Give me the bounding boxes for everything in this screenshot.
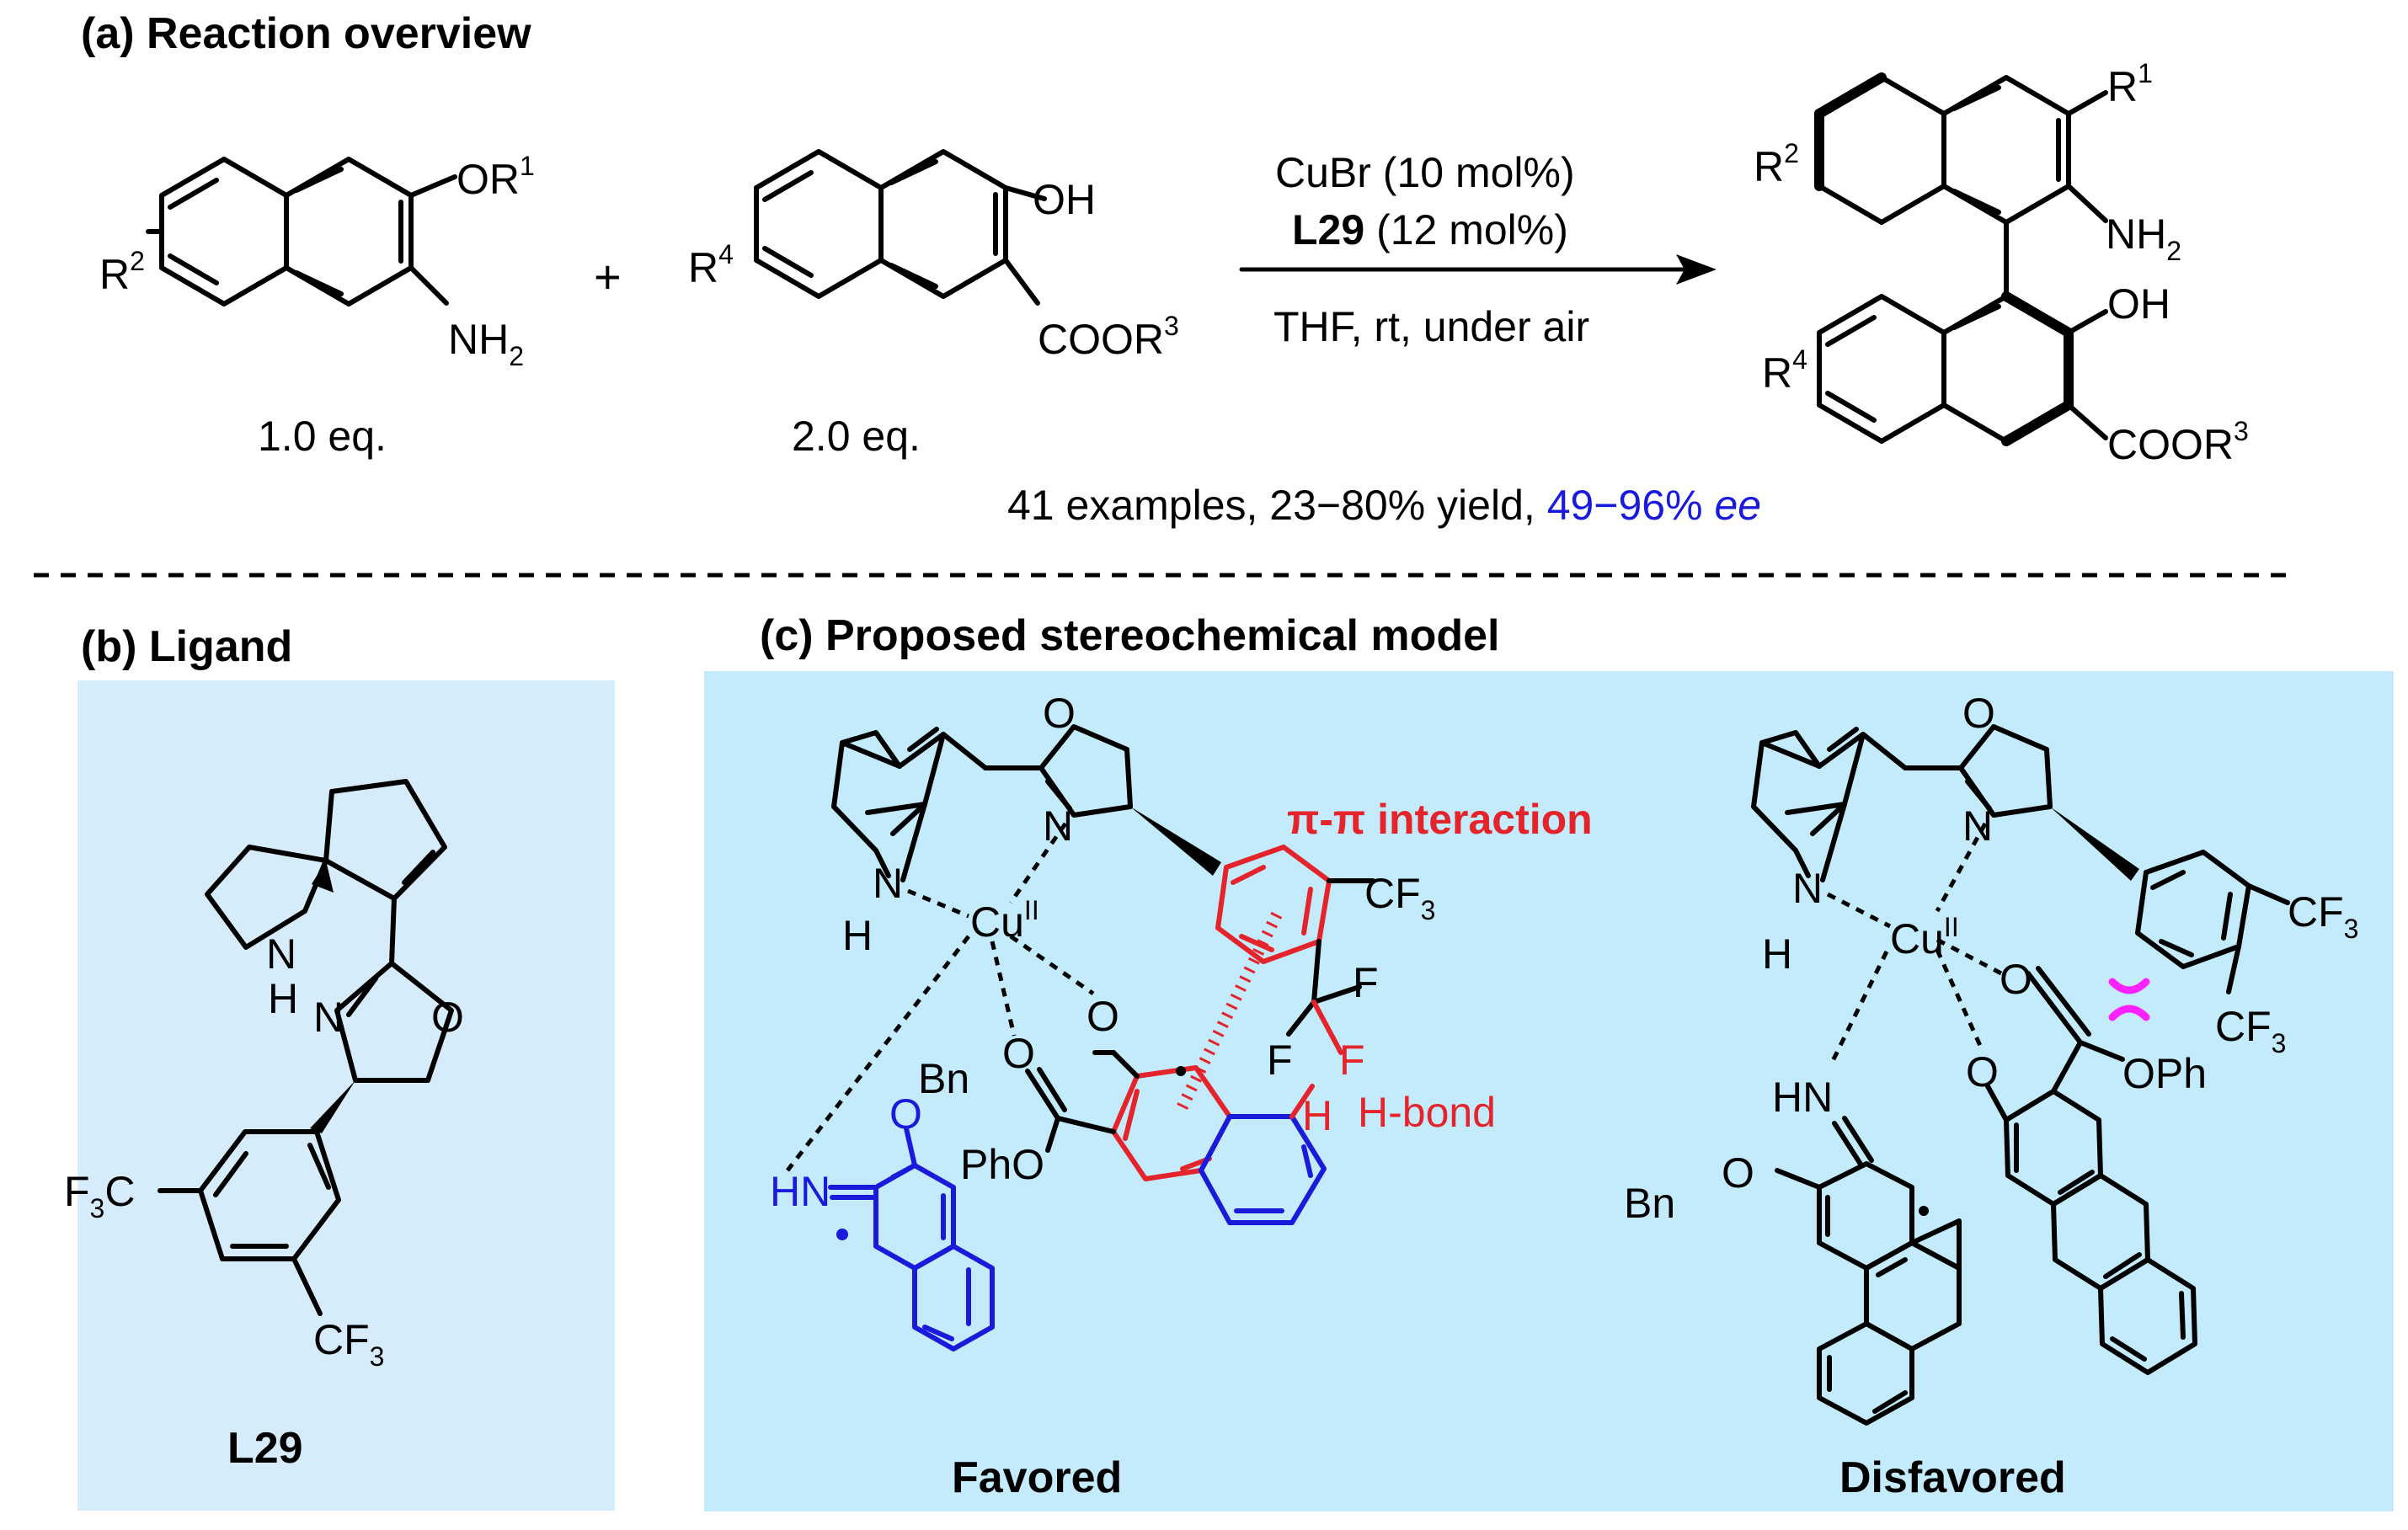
favored-f1: F <box>1353 959 1379 1006</box>
ligand-l29-structure <box>158 779 454 1316</box>
reactant-2-equiv: 2.0 eq. <box>792 413 921 460</box>
favored-nh: N <box>873 860 903 907</box>
reaction-arrow-head <box>1676 254 1717 285</box>
disfavored-o-carbonyl: O <box>2000 956 2032 1003</box>
product-nh2: NH2 <box>2106 211 2181 266</box>
disfavored-n-oxazoline: N <box>1962 802 1993 850</box>
scope-summary: 41 examples, 23−80% yield, 49−96% ee <box>1007 482 1761 529</box>
ligand-nh: N <box>266 930 296 978</box>
disfavored-bn: Bn <box>1624 1180 1675 1227</box>
ligand-cf3: CF3 <box>313 1316 384 1372</box>
favored-o-oxazoline: O <box>1043 690 1076 737</box>
favored-pho: PhO <box>960 1141 1044 1188</box>
ligand-n: N <box>313 994 344 1041</box>
product-coor3: COOR3 <box>2107 416 2249 468</box>
heading-ligand: (b) Ligand <box>81 622 293 671</box>
disfavored-complex-structure <box>1751 724 2290 1426</box>
heading-reaction-overview: (a) Reaction overview <box>81 9 531 58</box>
reactant-1-r2: R2 <box>99 246 145 298</box>
disfavored-cu: CuII <box>1890 912 1959 962</box>
product-r4: R4 <box>1762 344 1807 397</box>
disfavored-hn: HN <box>1772 1074 1833 1121</box>
favored-o-carbonyl: O <box>1002 1030 1035 1077</box>
reactant-1-structure <box>146 157 457 307</box>
disfavored-h: H <box>1762 930 1792 978</box>
favored-hn: HN <box>770 1168 830 1215</box>
reactant-2-coor3: COOR3 <box>1038 311 1179 363</box>
product-r1: R1 <box>2107 58 2153 110</box>
reactant-1-or1: OR1 <box>457 151 535 203</box>
favored-f3: F <box>1339 1037 1365 1084</box>
favored-h-aryl: H <box>1302 1092 1332 1139</box>
product-r2: R2 <box>1754 138 1799 190</box>
favored-bn: Bn <box>918 1055 969 1102</box>
disfavored-oph: OPh <box>2122 1050 2207 1097</box>
favored-o-benzyl: O <box>889 1090 922 1138</box>
favored-caption: Favored <box>952 1453 1122 1502</box>
favored-n-oxazoline: N <box>1043 802 1073 850</box>
ligand-o: O <box>431 994 464 1041</box>
favored-hbond-label: H-bond <box>1358 1089 1496 1136</box>
disfavored-o-phenoxide: O <box>1966 1048 1999 1096</box>
disfavored-o-benzyl: O <box>1722 1149 1754 1197</box>
condition-catalyst: CuBr (10 mol%) <box>1275 149 1575 196</box>
disfavored-cf3-bottom: CF3 <box>2215 1003 2286 1058</box>
model-panel <box>704 671 2394 1511</box>
disfavored-nh: N <box>1792 865 1823 912</box>
favored-pi-label: π-π interaction <box>1287 796 1593 843</box>
condition-solvent: THF, rt, under air <box>1273 303 1589 350</box>
favored-cu: CuII <box>970 895 1039 946</box>
ligand-name: L29 <box>227 1424 303 1473</box>
disfavored-cf3-top: CF3 <box>2288 888 2358 944</box>
favored-f2: F <box>1267 1037 1293 1084</box>
reactant-2-r4: R4 <box>688 239 734 291</box>
disfavored-caption: Disfavored <box>1839 1453 2066 1502</box>
favored-complex-structure <box>786 724 1375 1351</box>
reactant-1-nh2: NH2 <box>448 316 524 371</box>
heading-stereochemical-model: (c) Proposed stereochemical model <box>760 611 1500 660</box>
ligand-h: H <box>268 975 298 1022</box>
ligand-f3c: F3C <box>64 1168 135 1223</box>
plus-sign: + <box>594 250 622 303</box>
favored-cf3: CF3 <box>1364 870 1435 925</box>
favored-h: H <box>842 912 873 959</box>
product-oh: OH <box>2107 280 2170 328</box>
disfavored-o-oxazoline: O <box>1962 690 1995 737</box>
ligand-panel <box>77 680 615 1511</box>
reactant-1-equiv: 1.0 eq. <box>258 413 387 460</box>
condition-ligand: L29 (12 mol%) <box>1292 206 1568 253</box>
product-structure <box>1814 72 2108 446</box>
reactant-2-oh: OH <box>1033 176 1096 223</box>
reactant-2-structure <box>754 149 1047 306</box>
favored-o-phenoxide: O <box>1087 993 1119 1040</box>
